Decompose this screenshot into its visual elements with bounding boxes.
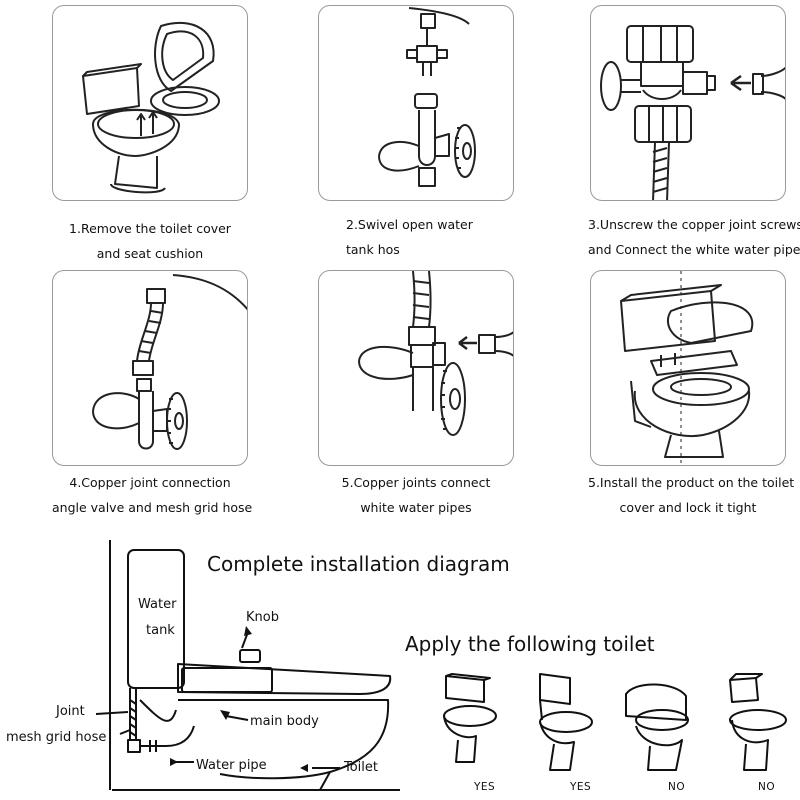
label-water-tank-l2: tank <box>146 623 175 638</box>
label-water-tank-l1: Water <box>138 597 177 612</box>
label-knob: Knob <box>246 610 279 625</box>
label-water-pipe: Water pipe <box>196 758 267 773</box>
step-3-panel <box>590 5 786 201</box>
compat-toilets <box>443 673 787 771</box>
compat-label-2: YES <box>570 781 592 793</box>
bidet-install-icon <box>620 271 754 465</box>
toilet-open-lid-icon <box>82 21 220 194</box>
step-5-panel <box>318 270 514 466</box>
compat-label-1: YES <box>474 781 496 793</box>
step-1-panel <box>52 5 248 201</box>
diagram-title: Complete installation diagram <box>207 552 510 576</box>
step-4-panel <box>52 270 248 466</box>
label-mesh-hose: mesh grid hose <box>6 730 107 745</box>
mesh-hose-icon <box>92 274 247 450</box>
step-6-panel <box>590 270 786 466</box>
label-toilet: Toilet <box>344 760 379 775</box>
compat-label-3: NO <box>668 781 686 793</box>
toilet-shape-2 <box>539 673 593 771</box>
toilet-shape-1 <box>443 673 497 763</box>
toilet-shape-3 <box>625 683 689 771</box>
compat-title: Apply the following toilet <box>405 632 655 656</box>
copper-joint-icon <box>600 25 785 200</box>
label-joint: Joint <box>56 704 85 719</box>
installation-diagram <box>95 540 400 791</box>
step-2-panel <box>318 5 514 201</box>
toilet-shape-4 <box>729 673 787 771</box>
label-main-body: main body <box>250 714 319 729</box>
white-pipe-icon <box>358 271 513 436</box>
angle-valve-icon <box>378 7 476 187</box>
compat-label-4: NO <box>758 781 776 793</box>
